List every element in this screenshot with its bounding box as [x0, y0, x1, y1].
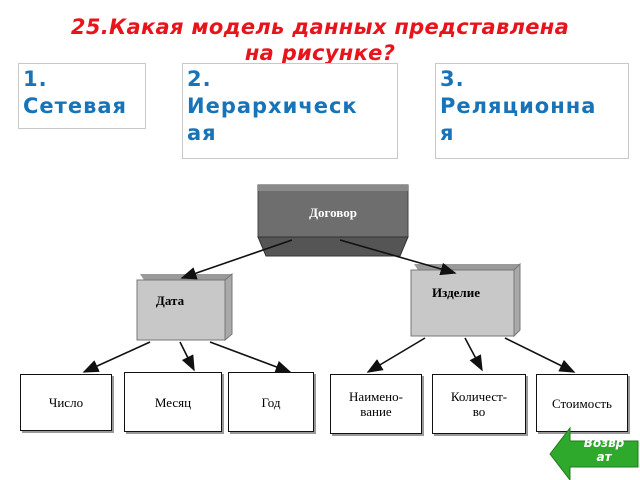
item-node-label: Изделие: [431, 284, 480, 300]
return-button-label: Возвр ат: [583, 436, 625, 464]
question-title: 25.Какая модель данных представлена на р…: [0, 14, 640, 66]
option-2-text-cont: ая: [187, 121, 217, 145]
question-line-1: 25.Какая модель данных представлена: [70, 15, 570, 39]
item-node-box: [410, 262, 521, 338]
connection-arrows: [82, 239, 576, 373]
answer-option-2[interactable]: 2. Иерархическ ая: [182, 63, 398, 159]
date-node-label: Дата: [155, 292, 185, 308]
leaf-node-name: Наимено-вание: [330, 374, 422, 434]
option-3-text-cont: я: [440, 121, 455, 145]
option-2-number: 2.: [187, 67, 212, 91]
leaf-node-cost: Стоимость: [536, 374, 628, 432]
answer-option-1[interactable]: 1. Сетевая: [18, 63, 146, 129]
question-line-2: на рисунке?: [244, 41, 396, 65]
option-3-text: Реляционна: [440, 94, 597, 118]
leaf-node-year: Год: [228, 372, 314, 432]
return-arrow-icon: [549, 426, 639, 480]
option-1-number: 1.: [23, 67, 48, 91]
leaf-node-month: Месяц: [124, 372, 222, 432]
leaf-node-quantity: Количест-во: [432, 374, 526, 434]
root-node-label: Договор: [309, 204, 357, 220]
return-button[interactable]: Возвр ат: [548, 424, 640, 480]
date-node-box: [136, 272, 233, 342]
leaf-node-number: Число: [20, 374, 112, 431]
option-3-number: 3.: [440, 67, 465, 91]
option-1-text: Сетевая: [23, 94, 128, 118]
option-2-text: Иерархическ: [187, 94, 358, 118]
answer-option-3[interactable]: 3. Реляционна я: [435, 63, 629, 159]
